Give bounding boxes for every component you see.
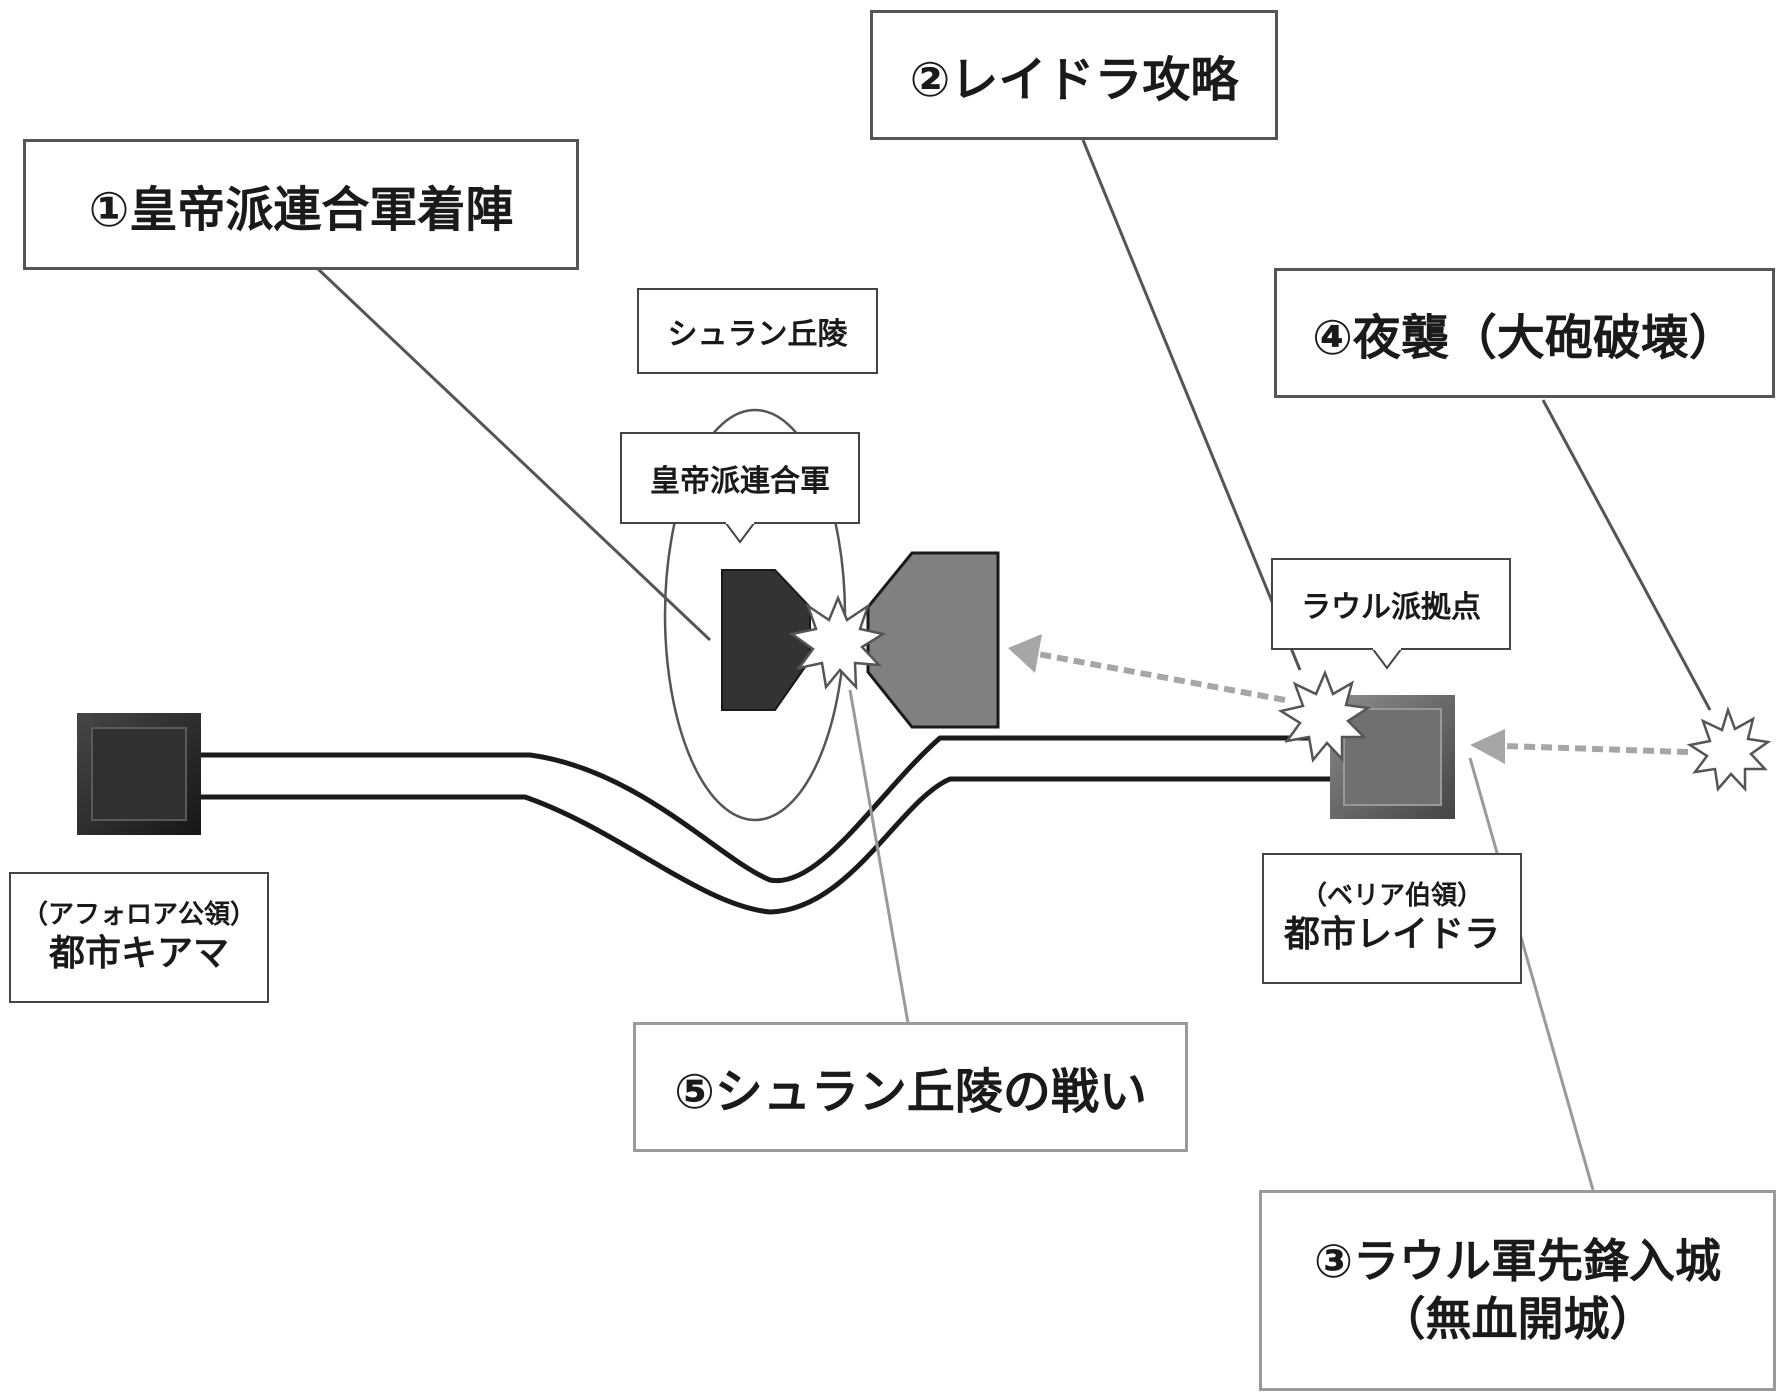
explosion-markers <box>788 594 1772 793</box>
road <box>192 735 1333 915</box>
label-city-reidora-sub: （ベリア伯領） <box>1300 880 1483 911</box>
leader-step2 <box>1081 139 1302 671</box>
callout-step3-line2: （無血開城） <box>1379 1291 1656 1346</box>
leader-lines <box>315 139 1712 1191</box>
leader-step1 <box>315 266 712 642</box>
arrow-line-to-imperial <box>1037 651 1286 703</box>
callout-step2: ②レイドラ攻略 <box>870 10 1278 140</box>
label-imperial-army: 皇帝派連合軍 <box>620 432 860 524</box>
label-city-kiama-name: 都市キアマ <box>48 933 229 975</box>
callout-step5: ⑤シュラン丘陵の戦い <box>633 1022 1188 1152</box>
advance-arrows <box>1008 634 1689 764</box>
label-imperial-army-text: 皇帝派連合軍 <box>650 464 830 499</box>
label-hills: シュラン丘陵 <box>637 288 878 374</box>
callout-step2-text: ②レイドラ攻略 <box>909 52 1239 108</box>
callout-step4: ④夜襲（大砲破壊） <box>1274 268 1775 398</box>
leader-step5 <box>848 689 910 1024</box>
city-reidora-block <box>1330 695 1455 819</box>
city-kiama-block <box>77 713 201 835</box>
road-edge-bottom <box>192 776 1333 915</box>
label-city-reidora: （ベリア伯領） 都市レイドラ <box>1262 853 1522 984</box>
callout-step3: ③ラウル軍先鋒入城 （無血開城） <box>1259 1190 1776 1391</box>
label-raoul-base-text: ラウル派拠点 <box>1301 590 1481 625</box>
arrow-head-to-imperial <box>1008 634 1042 673</box>
callout-step4-text: ④夜襲（大砲破壊） <box>1312 310 1737 366</box>
leader-step4 <box>1541 399 1712 711</box>
label-raoul-base: ラウル派拠点 <box>1271 558 1511 650</box>
callout-step1-text: ①皇帝派連合軍着陣 <box>88 181 514 238</box>
callout-step5-text: ⑤シュラン丘陵の戦い <box>674 1064 1147 1120</box>
callout-step1: ①皇帝派連合軍着陣 <box>23 139 579 270</box>
arrow-head-to-reidora <box>1470 729 1505 764</box>
raoul-army-unit <box>866 551 1000 729</box>
explosion-night-raid <box>1686 706 1772 793</box>
leader-step3 <box>1468 757 1595 1191</box>
label-imperial-army-pointer <box>725 522 755 544</box>
label-hills-text: シュラン丘陵 <box>667 317 848 352</box>
callout-step3-line1: ③ラウル軍先鋒入城 <box>1314 1234 1721 1288</box>
arrow-line-to-reidora <box>1504 743 1689 755</box>
label-city-kiama-sub: （アフォロア公領） <box>21 899 256 930</box>
explosion-reidora <box>1277 669 1372 763</box>
label-city-kiama: （アフォロア公領） 都市キアマ <box>9 872 269 1003</box>
road-edge-top <box>192 735 1323 884</box>
explosion-hills <box>788 594 887 691</box>
label-raoul-base-pointer <box>1372 648 1402 670</box>
label-city-reidora-name: 都市レイドラ <box>1283 914 1500 956</box>
imperial-army-unit <box>721 569 811 711</box>
